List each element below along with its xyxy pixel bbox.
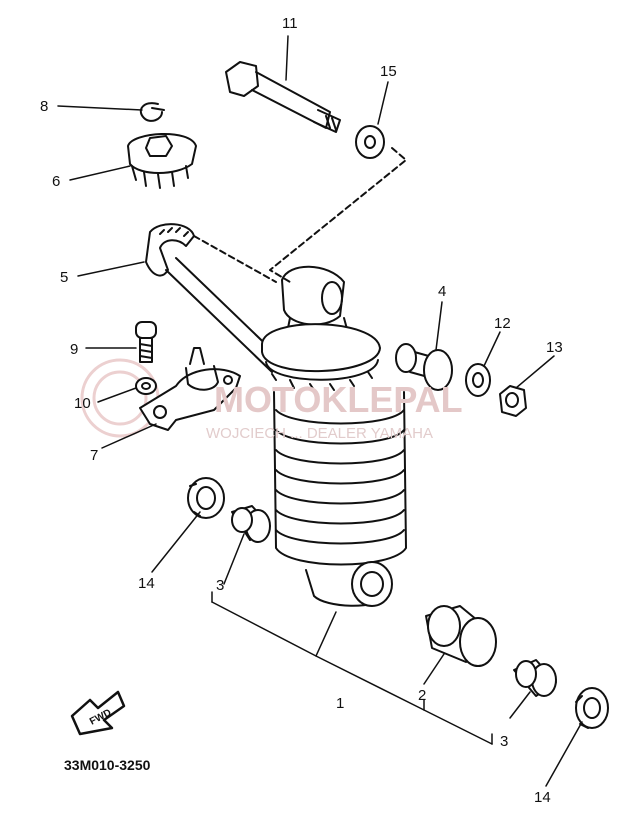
- callout-13: 13: [546, 339, 563, 356]
- assembly-dashed-line: [269, 147, 407, 283]
- callout-7: 7: [90, 447, 98, 464]
- bolt-part-11: [225, 61, 341, 133]
- bushing-part-3-upper: [231, 505, 271, 543]
- callout-3-lower: 3: [500, 733, 508, 750]
- fwd-arrow-icon: [70, 690, 126, 736]
- callout-8: 8: [40, 98, 48, 115]
- callout-14-upper: 14: [138, 575, 155, 592]
- callout-1: 1: [336, 695, 344, 712]
- bushing-part-3-lower: [513, 659, 557, 697]
- callout-12: 12: [494, 315, 511, 332]
- washer-part-10: [135, 377, 157, 395]
- drawing-code: 33M010-3250: [64, 757, 151, 773]
- seal-part-14-lower: [575, 687, 609, 729]
- callout-15: 15: [380, 63, 397, 80]
- collar-part-4: [395, 343, 453, 391]
- callout-5: 5: [60, 269, 68, 286]
- washer-part-12: [465, 363, 491, 397]
- callout-2: 2: [418, 687, 426, 704]
- watermark-logo: [80, 358, 160, 438]
- callout-6: 6: [52, 173, 60, 190]
- shock-absorber-part-1: [261, 265, 407, 607]
- watermark-brand: MOTOKLEPAL: [214, 379, 463, 420]
- leader-lines: [57, 35, 583, 787]
- bracket-part-7: [139, 347, 241, 431]
- callout-4: 4: [438, 283, 446, 300]
- adjuster-part-6: [127, 133, 197, 189]
- nut-part-13: [499, 385, 527, 417]
- callout-9: 9: [70, 341, 78, 358]
- bolt-part-9: [135, 321, 157, 363]
- watermark-subtitle: WOJCIECH ... DEALER YAMAHA: [206, 425, 433, 442]
- callout-11: 11: [282, 15, 298, 32]
- callout-14-lower: 14: [534, 789, 551, 806]
- callout-10: 10: [74, 395, 91, 412]
- seal-part-14-upper: [187, 477, 225, 519]
- bushing-part-2: [425, 605, 497, 667]
- callout-3-upper: 3: [216, 577, 224, 594]
- washer-part-15: [355, 125, 385, 159]
- clip-part-8: [139, 102, 165, 122]
